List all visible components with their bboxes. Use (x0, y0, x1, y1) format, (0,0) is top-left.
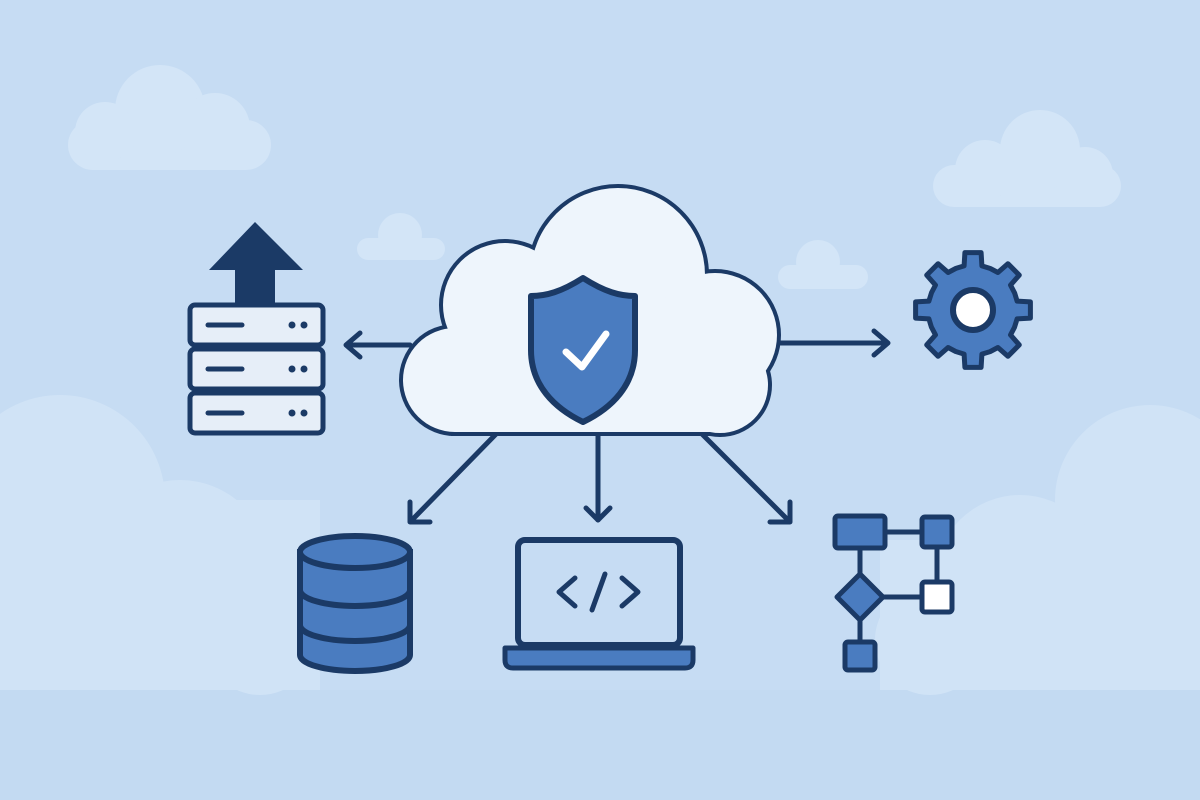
check-icon (562, 330, 610, 371)
arrow-to-gear (772, 328, 891, 358)
shield-check-icon (528, 275, 638, 425)
connector-arrows (343, 328, 891, 525)
server-upload-icon (187, 222, 326, 436)
flowchart-icon (832, 513, 955, 673)
background-clouds (0, 65, 1200, 695)
arrow-to-database (407, 429, 501, 525)
ground-band (0, 690, 1200, 800)
arrow-to-server (343, 330, 413, 360)
bg-cloud-small-2 (778, 240, 868, 289)
gear-icon (913, 250, 1033, 370)
bg-cloud-bottom-right (875, 405, 1200, 695)
laptop-code-icon (502, 537, 696, 671)
bg-cloud-top-left (68, 65, 271, 170)
code-brackets-icon (556, 571, 641, 613)
arrow-to-laptop (583, 429, 613, 523)
bg-cloud-small-1 (357, 213, 445, 260)
database-icon (297, 533, 413, 674)
arrow-to-flowchart (697, 429, 793, 525)
upload-arrow-icon (209, 222, 303, 303)
bg-cloud-top-right (933, 110, 1121, 207)
bg-cloud-bottom-left (0, 395, 320, 695)
